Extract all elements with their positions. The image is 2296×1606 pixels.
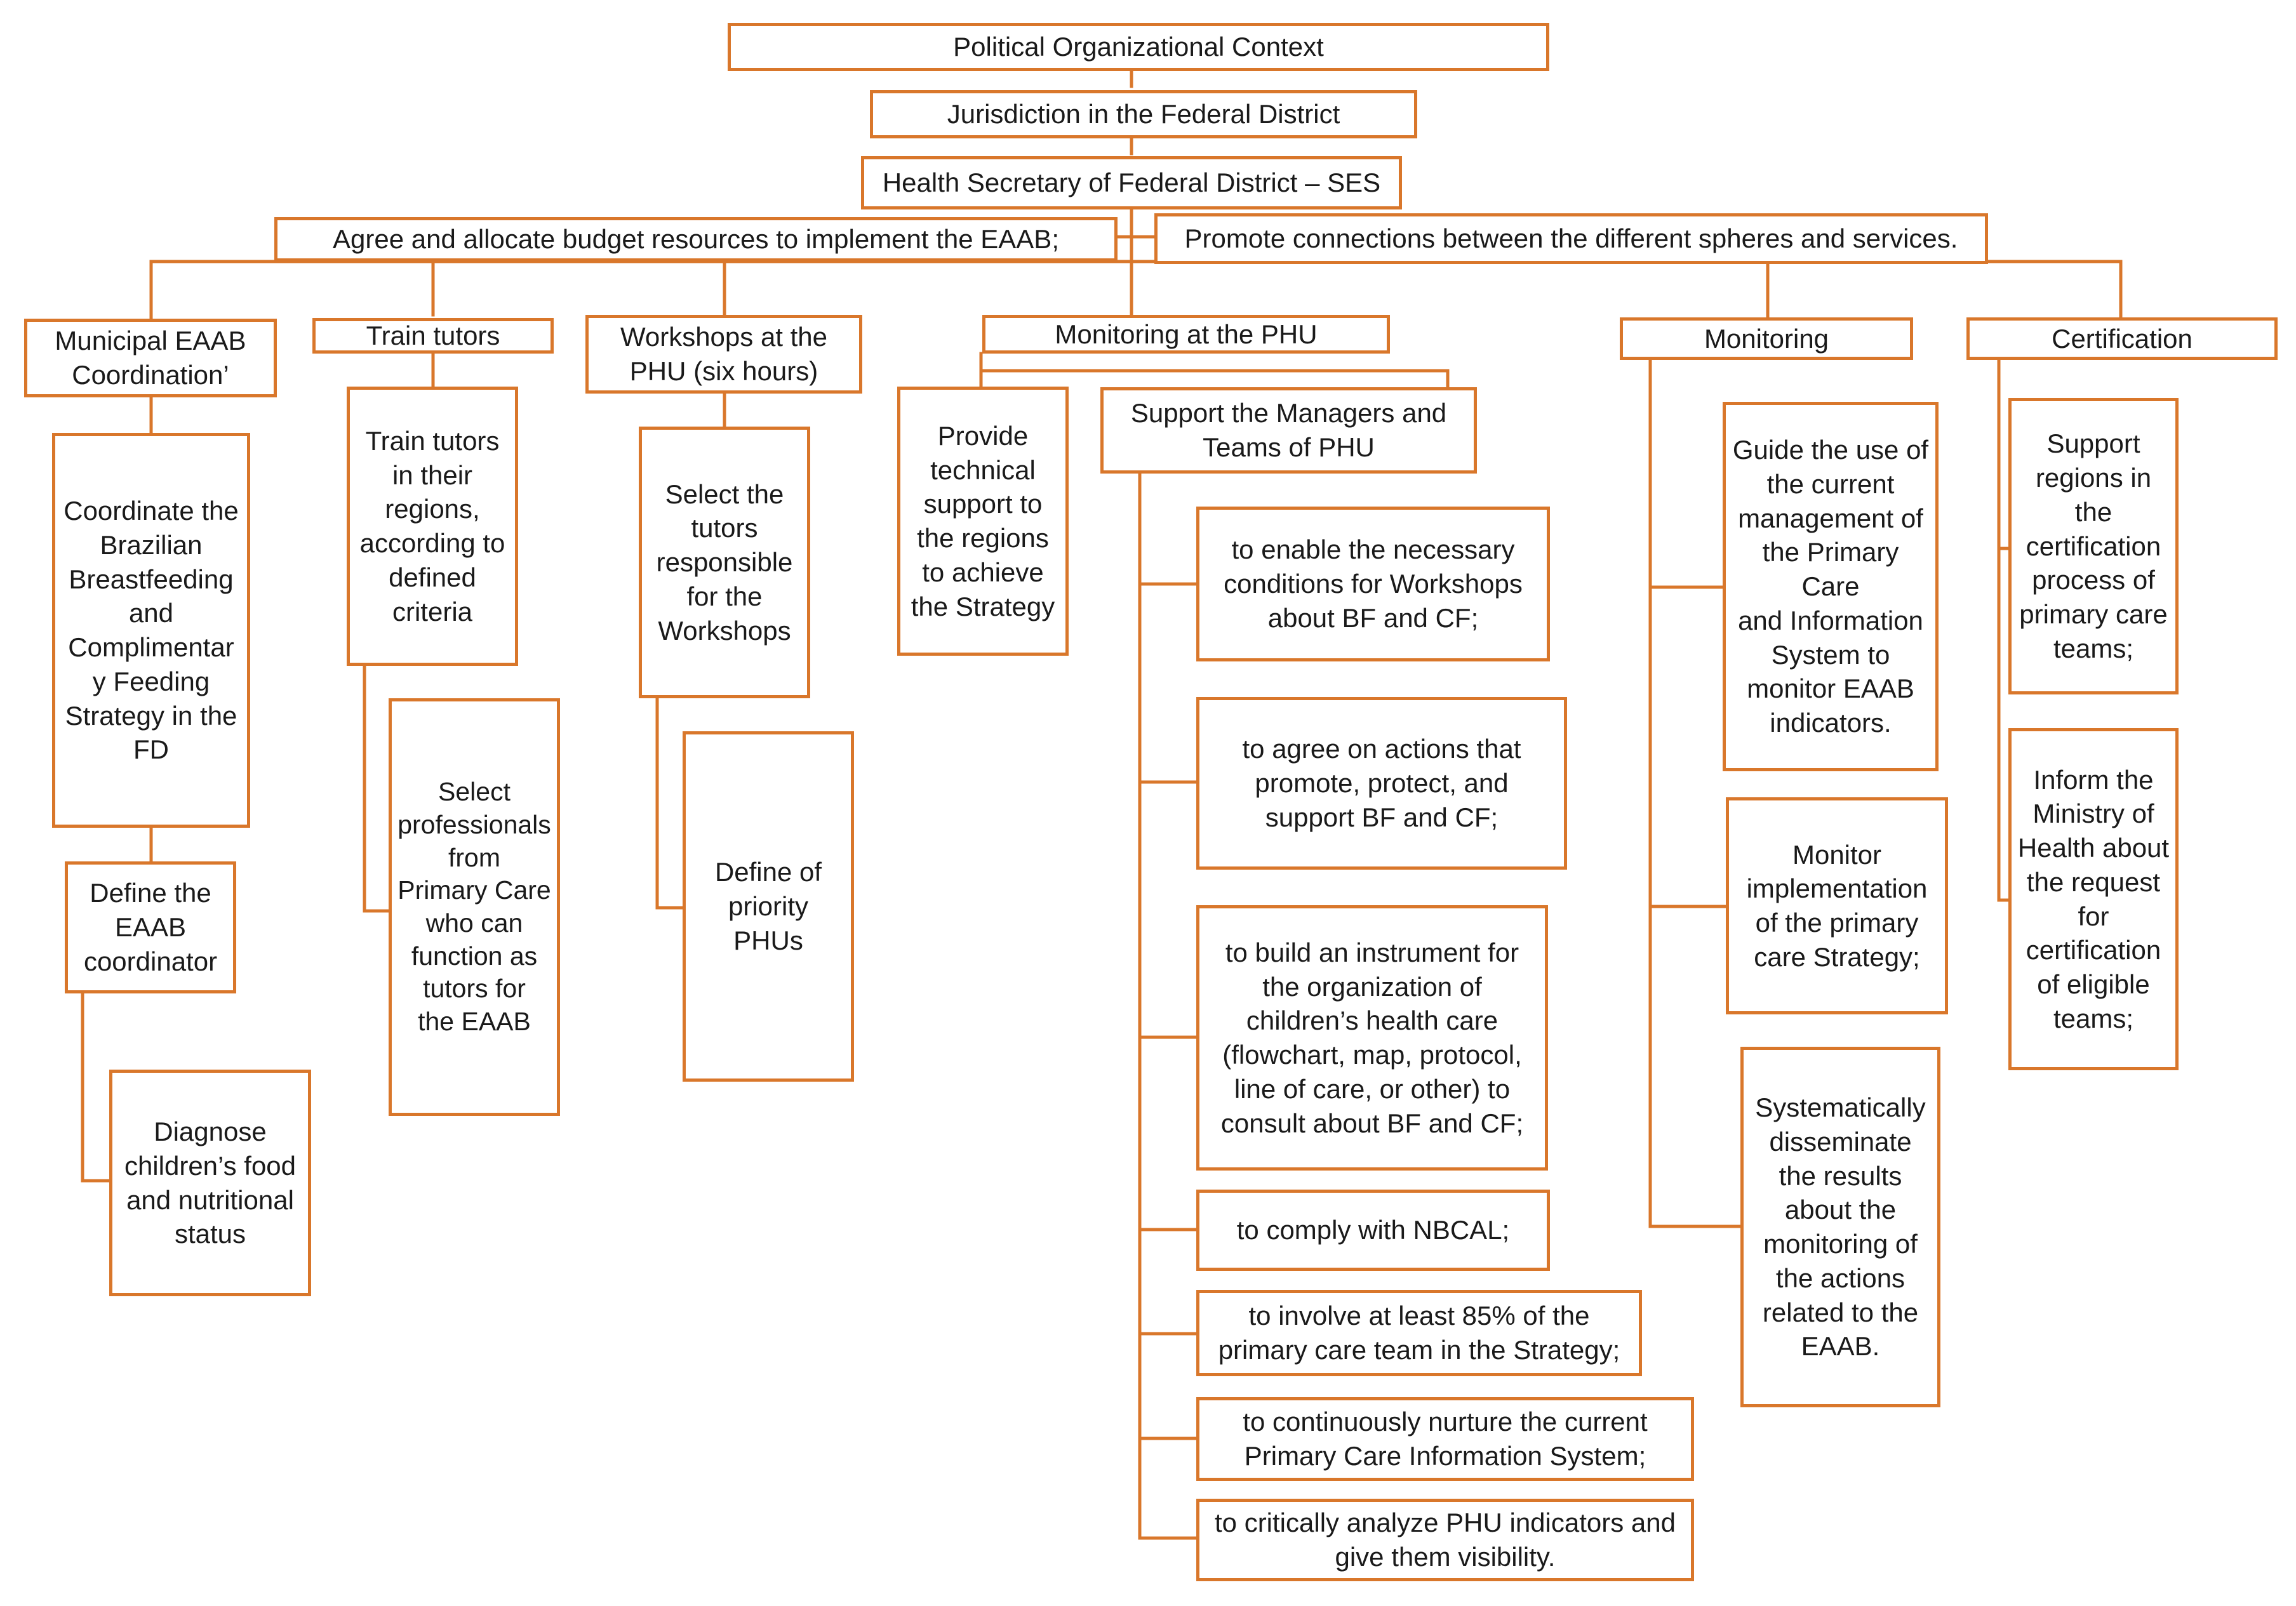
workshops-head-label: Workshops at the PHU (six hours)	[620, 322, 828, 386]
train-tutors-head-box: Train tutors	[312, 318, 554, 354]
connector-tutors	[363, 349, 435, 913]
certification-head-label: Certification	[2052, 323, 2193, 354]
support-managers-label: Support the Managers and Teams of PHU	[1130, 398, 1447, 462]
diagnose-status-box: Diagnose children’s food and nutritional…	[109, 1070, 311, 1296]
select-workshop-tutors-label: Select the tutors responsible for the Wo…	[656, 479, 793, 646]
budget-box: Agree and allocate budget resources to i…	[274, 217, 1118, 262]
health-secretary-box: Health Secretary of Federal District – S…	[861, 156, 1402, 209]
political-context-label: Political Organizational Context	[953, 32, 1324, 62]
connector-municipal	[81, 392, 153, 1183]
certification-action-box: Support regions in the certification pro…	[2008, 398, 2179, 694]
define-coordinator-box: Define the EAAB coordinator	[65, 861, 236, 993]
coordinate-strategy-box: Coordinate the Brazilian Breastfeeding a…	[52, 433, 250, 828]
technical-support-label: Provide technical support to the regions…	[911, 420, 1055, 621]
monitoring-action-box: Systematically disseminate the results a…	[1740, 1047, 1940, 1407]
monitoring-action-box: Guide the use of the current management …	[1723, 402, 1939, 771]
certification-action-label: Inform the Ministry of Health about the …	[2017, 764, 2170, 1033]
train-tutors-box: Train tutors in their regions, according…	[347, 387, 518, 666]
certification-action-label: Support regions in the certification pro…	[2019, 428, 2168, 663]
phu-action-label: to enable the necessary conditions for W…	[1224, 534, 1523, 633]
municipal-coordination-label: Municipal EAAB Coordination’	[55, 326, 246, 390]
select-workshop-tutors-box: Select the tutors responsible for the Wo…	[639, 427, 810, 698]
connector-monitoring	[1648, 357, 1742, 1228]
certification-head-box: Certification	[1966, 317, 2278, 360]
certification-action-box: Inform the Ministry of Health about the …	[2008, 728, 2179, 1070]
monitoring-phu-head-box: Monitoring at the PHU	[982, 315, 1390, 354]
phu-action-label: to continuously nurture the current Prim…	[1243, 1407, 1648, 1471]
monitoring-phu-head-label: Monitoring at the PHU	[1055, 319, 1318, 349]
technical-support-box: Provide technical support to the regions…	[897, 387, 1069, 656]
jurisdiction-label: Jurisdiction in the Federal District	[947, 99, 1340, 129]
support-managers-box: Support the Managers and Teams of PHU	[1100, 387, 1477, 474]
coordinate-strategy-label: Coordinate the Brazilian Breastfeeding a…	[63, 496, 239, 765]
connector-phu	[979, 352, 1450, 389]
phu-action-label: to build an instrument for the organizat…	[1220, 937, 1524, 1138]
health-secretary-label: Health Secretary of Federal District – S…	[882, 168, 1381, 198]
connector-certification	[1997, 357, 2010, 902]
monitoring-action-box: Monitor implementation of the primary ca…	[1726, 797, 1948, 1014]
define-coordinator-label: Define the EAAB coordinator	[83, 878, 218, 976]
municipal-coordination-box: Municipal EAAB Coordination’	[24, 319, 277, 397]
phu-action-box: to continuously nurture the current Prim…	[1196, 1397, 1694, 1481]
phu-action-label: to involve at least 85% of the primary c…	[1218, 1301, 1620, 1365]
monitoring-head-label: Monitoring	[1704, 323, 1829, 354]
connector-workshops	[655, 390, 726, 910]
phu-action-box: to involve at least 85% of the primary c…	[1196, 1290, 1642, 1376]
select-professionals-box: Select professionals from Primary Care w…	[389, 698, 560, 1116]
phu-action-box: to comply with NBCAL;	[1196, 1190, 1550, 1271]
phu-action-label: to comply with NBCAL;	[1236, 1215, 1510, 1245]
select-professionals-label: Select professionals from Primary Care w…	[397, 777, 551, 1036]
jurisdiction-box: Jurisdiction in the Federal District	[870, 90, 1417, 138]
connections-box: Promote connections between the differen…	[1154, 213, 1988, 264]
train-tutors-label: Train tutors in their regions, according…	[359, 425, 505, 627]
diagnose-status-label: Diagnose children’s food and nutritional…	[124, 1117, 297, 1249]
connector-phu-branches	[1138, 582, 1198, 1540]
workshops-head-box: Workshops at the PHU (six hours)	[585, 315, 862, 394]
connector-bus-drops	[149, 260, 2123, 319]
train-tutors-head-label: Train tutors	[366, 321, 500, 351]
connections-label: Promote connections between the differen…	[1184, 223, 1958, 254]
phu-action-box: to enable the necessary conditions for W…	[1196, 507, 1550, 661]
monitoring-action-label: Guide the use of the current management …	[1732, 435, 1929, 738]
political-context-box: Political Organizational Context	[728, 23, 1549, 71]
define-priority-phus-label: Define of priority PHUs	[714, 857, 822, 955]
phu-action-box: to critically analyze PHU indicators and…	[1196, 1499, 1694, 1581]
budget-label: Agree and allocate budget resources to i…	[332, 224, 1059, 255]
phu-action-label: to agree on actions that promote, protec…	[1242, 734, 1521, 832]
monitoring-action-label: Systematically disseminate the results a…	[1755, 1092, 1926, 1362]
phu-action-box: to agree on actions that promote, protec…	[1196, 697, 1567, 870]
define-priority-phus-box: Define of priority PHUs	[683, 731, 854, 1082]
monitoring-action-label: Monitor implementation of the primary ca…	[1746, 839, 1928, 972]
monitoring-head-box: Monitoring	[1620, 317, 1913, 360]
phu-action-label: to critically analyze PHU indicators and…	[1215, 1508, 1676, 1572]
phu-action-box: to build an instrument for the organizat…	[1196, 905, 1548, 1171]
